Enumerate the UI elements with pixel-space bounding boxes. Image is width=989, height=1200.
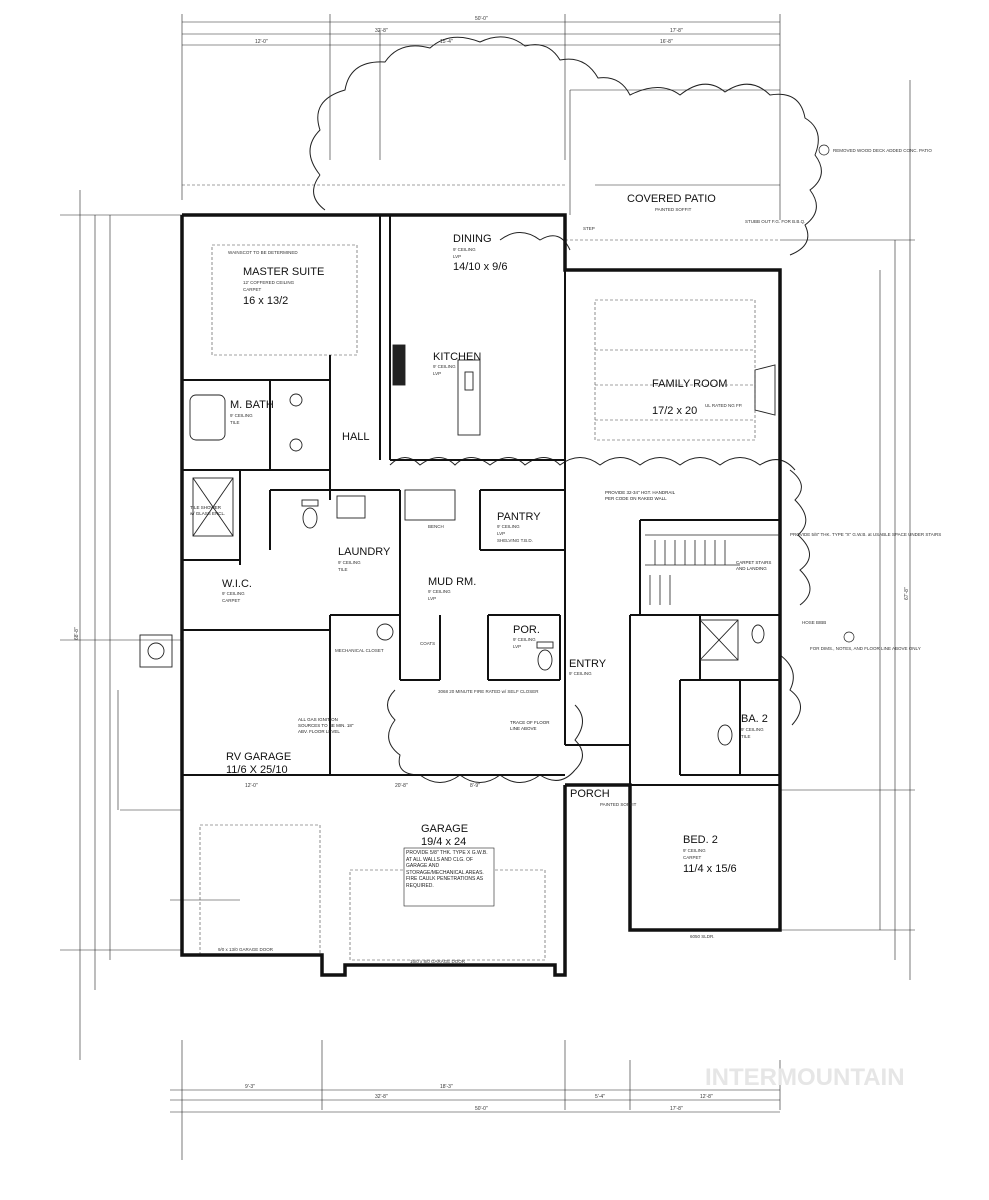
master-suite-ceiling: 12' COFFERED CEILING [243, 280, 295, 285]
dim-top-left: 32'-8" [375, 28, 388, 34]
garage-size: 19/4 x 24 [421, 836, 466, 848]
pantry-ceiling: 9' CEILING [497, 524, 520, 529]
pantry-floor: LVP [497, 531, 505, 536]
kitchen-name: KITCHEN [433, 351, 481, 363]
note-hose: HOSE BIBB [802, 620, 826, 625]
master-suite-floor: CARPET [243, 287, 262, 292]
wic-ceiling: 9' CEILING [222, 591, 245, 596]
garage-door-label: 16/0 x 8/0 GARAGE DOOR [410, 959, 466, 964]
dim-bottom-right: 17'-8" [670, 1106, 683, 1112]
dimension-text: 50'-0" 32'-8" 17'-8" 12'-0" 15'-4" 16'-8… [74, 16, 910, 1112]
mud-rm-floor: LVP [428, 596, 436, 601]
ba2-name: BA. 2 [741, 713, 768, 725]
fire-door-label: 3068 20 MINUTE FIRE RATED w/ SELF CLOSER [438, 689, 539, 694]
dining-ceiling: 9' CEILING [453, 247, 476, 252]
note-bench: BENCH [428, 524, 444, 529]
rv-garage-size: 11/6 X 25/10 [226, 764, 288, 776]
pantry-name: PANTRY [497, 511, 541, 523]
wic-name: W.I.C. [222, 578, 252, 590]
bed2-ceiling: 9' CEILING [683, 848, 706, 853]
pantry-sub: SHELVING T.B.D. [497, 538, 533, 543]
note-carpet-stairs: CARPET STAIRS AND LANDING [736, 560, 772, 571]
door-labels: 9/0 x 13/0 GARAGE DOOR 16/0 x 8/0 GARAGE… [218, 689, 715, 964]
note-dims: FOR DIMS., NOTES, AND FLOOR LINE ABOVE O… [810, 646, 921, 651]
por-ceiling: 9' CEILING [513, 637, 536, 642]
note-stub: STUBB OUT F.G. FOR B.B.Q. [745, 219, 805, 224]
dim-bottom-a: 9'-3" [245, 1084, 255, 1090]
dim-rv-width: 12'-0" [245, 783, 258, 789]
dim-top-c: 16'-8" [660, 39, 673, 45]
dim-top-right: 17'-8" [670, 28, 683, 34]
por-floor: LVP [513, 644, 521, 649]
note-ignition: ALL GAS IGNITION SOURCES TO BE MIN. 18" … [298, 717, 354, 734]
covered-patio-name: COVERED PATIO [627, 193, 716, 205]
ba2-floor: TILE [741, 734, 751, 739]
stairs [645, 534, 780, 605]
laundry-ceiling: 9' CEILING [338, 560, 361, 565]
dining-size: 14/10 x 9/6 [453, 261, 507, 273]
rv-door-label: 9/0 x 13/0 GARAGE DOOR [218, 947, 274, 952]
dim-top-overall: 50'-0" [475, 16, 488, 22]
note-mech: MECHANICAL CLOSET [335, 648, 384, 653]
garage-name: GARAGE [421, 823, 468, 835]
entry-name: ENTRY [569, 658, 607, 670]
note-stairs: PROVIDE 5/8" THK. TYPE "X" G.W.B. at USA… [790, 532, 941, 537]
dim-top-b: 15'-4" [440, 39, 453, 45]
notes: REMOVED WOOD DECK ADDED CONC. PATIO STUB… [190, 144, 941, 907]
laundry-floor: TILE [338, 567, 348, 572]
note-coats: COATS [420, 641, 435, 646]
note-fireplace: UL RATED NG FP. [705, 403, 742, 408]
dining-floor: LVP [453, 254, 461, 259]
bed2-window-label: 6050 SLDR. [690, 934, 715, 939]
entry-ceiling: 9' CEILING [569, 671, 592, 676]
wic-floor: CARPET [222, 598, 241, 603]
bed2-floor: CARPET [683, 855, 702, 860]
dim-left-overall: 68'-8" [74, 627, 80, 640]
kitchen-ceiling: 9' CEILING [433, 364, 456, 369]
ba2-ceiling: 9' CEILING [741, 727, 764, 732]
rv-garage-name: RV GARAGE [226, 751, 291, 763]
dim-right-overall: 67'-8" [904, 587, 910, 600]
dim-garage-left: 20'-8" [395, 783, 408, 789]
note-tile-shower: TILE SHOWER w/ GLASS ENCL. [190, 505, 226, 516]
kitchen-floor: LVP [433, 371, 441, 376]
dim-bottom-d: 12'-8" [700, 1094, 713, 1100]
master-suite-name: MASTER SUITE [243, 266, 324, 278]
dim-bottom-b: 18'-3" [440, 1084, 453, 1090]
porch-sub: PAINTED SOFFIT [600, 802, 637, 807]
por-name: POR. [513, 624, 540, 636]
m-bath-ceiling: 9' CEILING [230, 413, 253, 418]
dining-name: DINING [453, 233, 492, 245]
hall-name: HALL [342, 431, 370, 443]
note-removed: REMOVED WOOD DECK ADDED CONC. PATIO [833, 148, 932, 153]
dim-top-a: 12'-0" [255, 39, 268, 45]
fixtures [139, 344, 776, 746]
room-labels: MASTER SUITE 12' COFFERED CEILING CARPET… [222, 193, 768, 875]
master-suite-size: 16 x 13/2 [243, 295, 288, 307]
dim-garage-right: 8'-9" [470, 783, 480, 789]
note-step: STEP [583, 226, 595, 231]
dim-bottom-overall: 50'-0" [475, 1106, 488, 1112]
note-garage-fire: PROVIDE 5/8" THK. TYPE X G.W.B. AT ALL W… [406, 850, 488, 889]
m-bath-name: M. BATH [230, 399, 274, 411]
watermark: INTERMOUNTAIN [705, 1064, 905, 1091]
bed2-size: 11/4 x 15/6 [683, 863, 737, 875]
dim-bottom-left: 32'-8" [375, 1094, 388, 1100]
laundry-name: LAUNDRY [338, 546, 391, 558]
dimension-lines [60, 14, 915, 1160]
mud-rm-ceiling: 9' CEILING [428, 589, 451, 594]
note-wainscot: WAINSCOT TO BE DETERMINED [228, 250, 298, 255]
revision-clouds [309, 36, 822, 783]
covered-patio-sub: PAINTED SOFFIT [655, 207, 692, 212]
porch-name: PORCH [570, 788, 610, 800]
mud-rm-name: MUD RM. [428, 576, 476, 588]
dim-bottom-c: 5'-4" [595, 1094, 605, 1100]
note-handrail: PROVIDE 32-34" HGT. HANDRAIL PER CODE ON… [605, 490, 675, 501]
family-room-name: FAMILY ROOM [652, 378, 727, 390]
note-trace: TRACE OF FLOOR LINE ABOVE [510, 720, 550, 731]
m-bath-floor: TILE [230, 420, 240, 425]
bed2-name: BED. 2 [683, 834, 718, 846]
family-room-size: 17/2 x 20 [652, 405, 697, 417]
